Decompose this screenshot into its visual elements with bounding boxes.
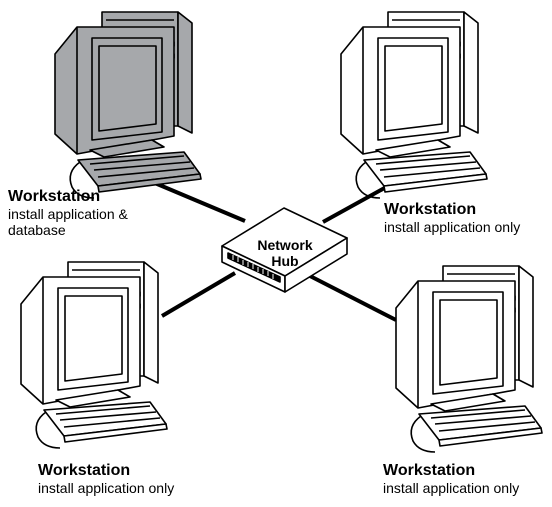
workstation-description: install application & [8,206,128,223]
workstation-computer-top-right [340,11,488,199]
network-hub: Network Hub [221,207,348,293]
workstation-computer-top-left [54,11,202,199]
workstation-computer-bottom-right [395,265,543,453]
hub-side-face [284,237,348,293]
workstation-label-bottom-left: Workstation install application only [38,462,174,496]
workstation-title: Workstation [383,462,476,479]
workstation-computer-bottom-left [20,261,168,449]
link-bottom-left [160,271,237,318]
workstation-description: database [8,222,66,239]
workstation-title: Workstation [8,188,101,205]
link-top-left [149,179,246,223]
workstation-label-top-left: Workstation install application & databa… [8,188,128,239]
workstation-title: Workstation [38,462,131,479]
workstation-label-bottom-right: Workstation install application only [383,462,519,496]
workstation-title: Workstation [384,201,477,218]
workstation-description: install application only [384,219,521,236]
hub-ports [232,255,274,279]
hub-label-line1: Network [257,237,312,253]
workstation-label-top-right: Workstation install application only [384,201,520,235]
workstation-description: install application only [383,480,520,497]
link-bottom-right [309,274,397,322]
workstation-description: install application only [38,480,175,497]
hub-label-line2: Hub [271,253,298,269]
